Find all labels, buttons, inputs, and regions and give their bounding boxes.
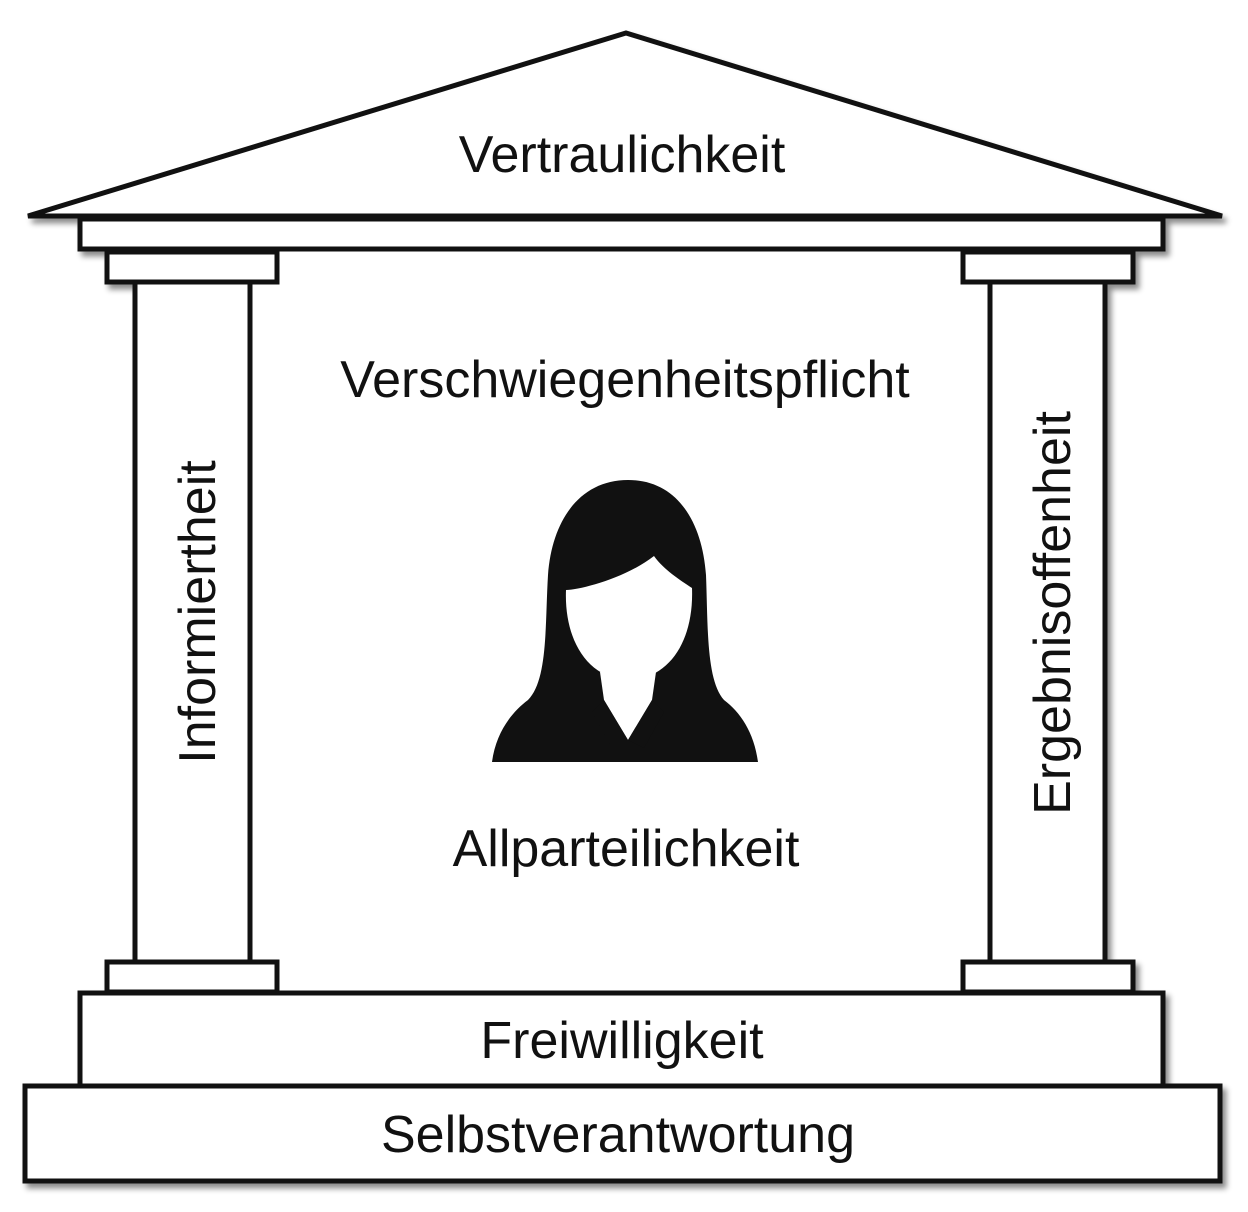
right-pillar [987,279,1108,965]
left-pillar-label: Informiertheit [169,460,227,764]
left-pillar-base [104,959,280,995]
lower-step-label: Selbstverantwortung [381,1106,855,1164]
lower-step [22,1083,1223,1184]
upper-step-label: Freiwilligkeit [480,1012,764,1070]
roof [27,30,1223,219]
left-pillar [132,279,253,965]
left-pillar-capital [104,249,280,285]
roof-label: Vertraulichkeit [459,126,786,184]
right-pillar-label: Ergebnisoffenheit [1024,411,1082,815]
person-silhouette-icon [492,480,758,762]
temple-structure [22,30,1223,1184]
center-top-label: Verschwiegenheitspflicht [340,351,910,409]
right-pillar-capital [960,249,1136,285]
roof-beam [77,216,1166,252]
right-pillar-base [960,959,1136,995]
center-bottom-label: Allparteilichkeit [453,820,800,878]
